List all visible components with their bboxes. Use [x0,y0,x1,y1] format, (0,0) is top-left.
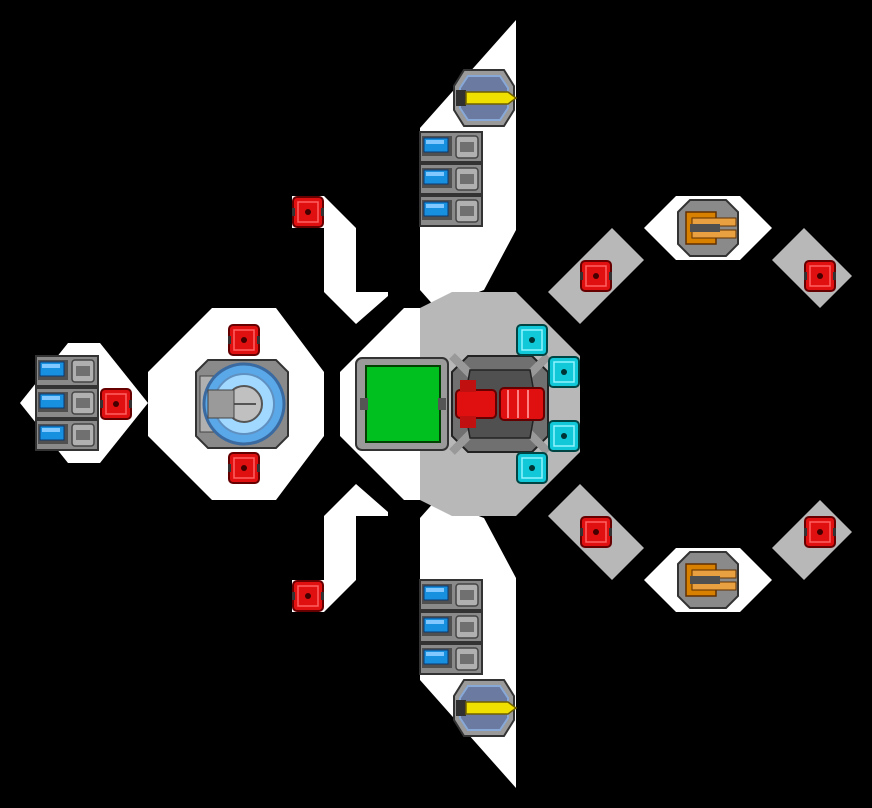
red-module-icon[interactable] [291,580,325,612]
red-module-icon[interactable] [227,324,261,356]
yellow-gun-icon[interactable] [453,69,517,127]
cyan-module-icon[interactable] [548,356,580,388]
thruster-icon[interactable] [419,643,483,675]
main-engine-icon[interactable] [449,353,551,455]
red-module-icon[interactable] [227,452,261,484]
thruster-icon[interactable] [35,355,99,387]
thruster-icon[interactable] [419,131,483,163]
orange-cannon-icon[interactable] [677,199,739,257]
thruster-icon[interactable] [35,419,99,451]
thruster-icon[interactable] [419,579,483,611]
thruster-icon[interactable] [419,611,483,643]
cyan-module-icon[interactable] [516,452,548,484]
thruster-icon[interactable] [35,387,99,419]
red-module-icon[interactable] [579,260,613,292]
core-block-icon[interactable] [355,357,449,451]
cyan-module-icon[interactable] [548,420,580,452]
red-module-icon[interactable] [99,388,133,420]
red-module-icon[interactable] [803,516,837,548]
thruster-icon[interactable] [419,195,483,227]
cannons [677,199,739,609]
shield-generator-icon[interactable] [195,359,289,449]
thruster-icon[interactable] [419,163,483,195]
yellow-gun-icon[interactable] [453,679,517,737]
cyan-module-icon[interactable] [516,324,548,356]
orange-cannon-icon[interactable] [677,551,739,609]
red-module-icon[interactable] [803,260,837,292]
red-module-icon[interactable] [291,196,325,228]
red-module-icon[interactable] [579,516,613,548]
